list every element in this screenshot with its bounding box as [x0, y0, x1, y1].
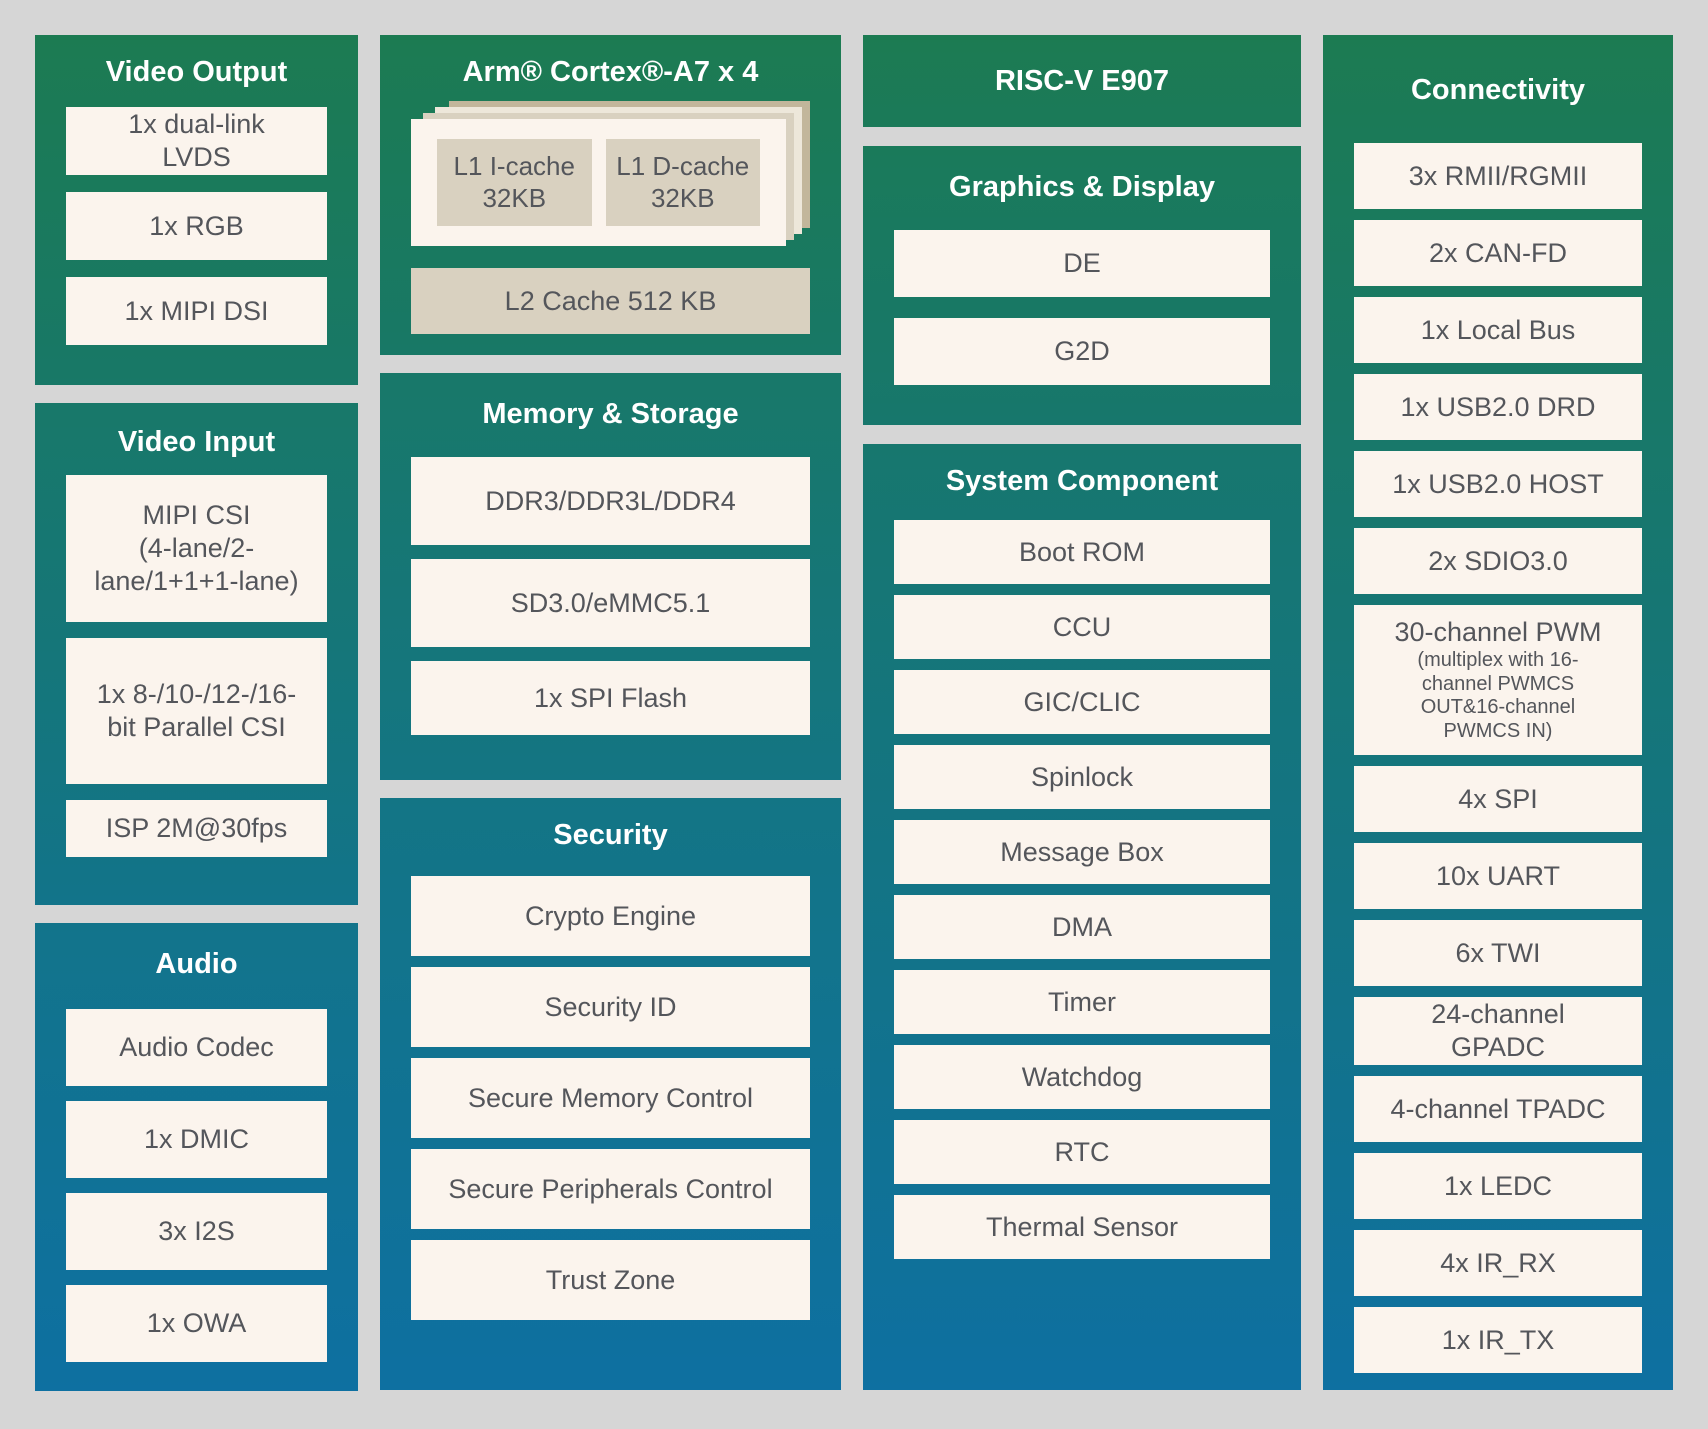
security-title: Security	[553, 819, 668, 851]
column-cpu-memory-security: Arm® Cortex®-A7 x 4 L1 I-cache 32KB L1 D…	[380, 35, 841, 1394]
system-component-title: System Component	[945, 465, 1219, 497]
column-connectivity: Connectivity 3x RMII/RGMII 2x CAN-FD 1x …	[1323, 35, 1673, 1394]
i2s-box: 3x I2S	[66, 1193, 327, 1270]
cpu-core-card: L1 I-cache 32KB L1 D-cache 32KB	[411, 119, 786, 246]
column-riscv-graphics-system: RISC-V E907 Graphics & Display DE G2D Sy…	[863, 35, 1301, 1394]
dmic-box: 1x DMIC	[66, 1101, 327, 1178]
trust-zone-box: Trust Zone	[411, 1240, 810, 1320]
pwm-box: 30-channel PWM (multiplex with 16- chann…	[1354, 605, 1642, 755]
rgb-box: 1x RGB	[66, 192, 327, 260]
memory-storage-block: Memory & Storage DDR3/DDR3L/DDR4 SD3.0/e…	[380, 373, 841, 780]
audio-codec-box: Audio Codec	[66, 1009, 327, 1086]
watchdog-box: Watchdog	[894, 1045, 1270, 1109]
ir-tx-box: 1x IR_TX	[1354, 1307, 1642, 1373]
tpadc-box: 4-channel TPADC	[1354, 1076, 1642, 1142]
isp-box: ISP 2M@30fps	[66, 800, 327, 857]
thermal-sensor-box: Thermal Sensor	[894, 1195, 1270, 1259]
dma-box: DMA	[894, 895, 1270, 959]
system-component-block: System Component Boot ROM CCU GIC/CLIC S…	[863, 444, 1301, 1390]
pwm-note: (multiplex with 16- channel PWMCS OUT&16…	[1417, 649, 1579, 743]
graphics-display-items: DE G2D	[894, 230, 1270, 385]
security-id-box: Security ID	[411, 967, 810, 1047]
connectivity-title: Connectivity	[1410, 74, 1586, 106]
graphics-display-title: Graphics & Display	[949, 171, 1215, 203]
ledc-box: 1x LEDC	[1354, 1153, 1642, 1219]
usb-drd-box: 1x USB2.0 DRD	[1354, 374, 1642, 440]
sdio-box: 2x SDIO3.0	[1354, 528, 1642, 594]
memory-storage-items: DDR3/DDR3L/DDR4 SD3.0/eMMC5.1 1x SPI Fla…	[411, 457, 810, 735]
can-fd-box: 2x CAN-FD	[1354, 220, 1642, 286]
boot-rom-box: Boot ROM	[894, 520, 1270, 584]
l1-icache-box: L1 I-cache 32KB	[437, 139, 592, 226]
mipi-csi-box: MIPI CSI (4-lane/2- lane/1+1+1-lane)	[66, 475, 327, 622]
owa-box: 1x OWA	[66, 1285, 327, 1362]
column-video-audio: Video Output 1x dual-link LVDS 1x RGB 1x…	[35, 35, 358, 1394]
riscv-title: RISC-V E907	[994, 65, 1170, 97]
video-output-title: Video Output	[105, 56, 288, 88]
message-box-box: Message Box	[894, 820, 1270, 884]
video-output-items: 1x dual-link LVDS 1x RGB 1x MIPI DSI	[66, 107, 327, 345]
local-bus-box: 1x Local Bus	[1354, 297, 1642, 363]
sd-emmc-box: SD3.0/eMMC5.1	[411, 559, 810, 647]
g2d-box: G2D	[894, 318, 1270, 385]
cpu-block: Arm® Cortex®-A7 x 4 L1 I-cache 32KB L1 D…	[380, 35, 841, 355]
connectivity-block: Connectivity 3x RMII/RGMII 2x CAN-FD 1x …	[1323, 35, 1673, 1390]
ccu-box: CCU	[894, 595, 1270, 659]
ir-rx-box: 4x IR_RX	[1354, 1230, 1642, 1296]
pwm-label: 30-channel PWM	[1394, 617, 1602, 648]
rtc-box: RTC	[894, 1120, 1270, 1184]
cpu-core-card-stack: L1 I-cache 32KB L1 D-cache 32KB	[411, 101, 810, 246]
uart-box: 10x UART	[1354, 843, 1642, 909]
video-input-title: Video Input	[117, 426, 276, 458]
riscv-block: RISC-V E907	[863, 35, 1301, 127]
spi-flash-box: 1x SPI Flash	[411, 661, 810, 735]
audio-block: Audio Audio Codec 1x DMIC 3x I2S 1x OWA	[35, 923, 358, 1391]
video-output-block: Video Output 1x dual-link LVDS 1x RGB 1x…	[35, 35, 358, 385]
audio-items: Audio Codec 1x DMIC 3x I2S 1x OWA	[66, 1009, 327, 1362]
mipi-dsi-box: 1x MIPI DSI	[66, 277, 327, 345]
audio-title: Audio	[155, 948, 238, 980]
secure-memory-control-box: Secure Memory Control	[411, 1058, 810, 1138]
crypto-engine-box: Crypto Engine	[411, 876, 810, 956]
spi-box: 4x SPI	[1354, 766, 1642, 832]
gic-clic-box: GIC/CLIC	[894, 670, 1270, 734]
cpu-title: Arm® Cortex®-A7 x 4	[462, 56, 759, 88]
security-block: Security Crypto Engine Security ID Secur…	[380, 798, 841, 1390]
parallel-csi-box: 1x 8-/10-/12-/16- bit Parallel CSI	[66, 638, 327, 784]
video-input-items: MIPI CSI (4-lane/2- lane/1+1+1-lane) 1x …	[66, 475, 327, 857]
secure-peripherals-control-box: Secure Peripherals Control	[411, 1149, 810, 1229]
de-box: DE	[894, 230, 1270, 297]
dual-link-lvds-box: 1x dual-link LVDS	[66, 107, 327, 175]
spinlock-box: Spinlock	[894, 745, 1270, 809]
security-items: Crypto Engine Security ID Secure Memory …	[411, 876, 810, 1320]
rmii-rgmii-box: 3x RMII/RGMII	[1354, 143, 1642, 209]
graphics-display-block: Graphics & Display DE G2D	[863, 146, 1301, 425]
gpadc-box: 24-channel GPADC	[1354, 997, 1642, 1065]
timer-box: Timer	[894, 970, 1270, 1034]
memory-storage-title: Memory & Storage	[482, 398, 739, 430]
system-component-items: Boot ROM CCU GIC/CLIC Spinlock Message B…	[894, 520, 1270, 1259]
ddr-box: DDR3/DDR3L/DDR4	[411, 457, 810, 545]
twi-box: 6x TWI	[1354, 920, 1642, 986]
l2-cache-box: L2 Cache 512 KB	[411, 268, 810, 334]
connectivity-items: 3x RMII/RGMII 2x CAN-FD 1x Local Bus 1x …	[1354, 143, 1642, 1373]
usb-host-box: 1x USB2.0 HOST	[1354, 451, 1642, 517]
video-input-block: Video Input MIPI CSI (4-lane/2- lane/1+1…	[35, 403, 358, 905]
l1-dcache-box: L1 D-cache 32KB	[605, 139, 760, 226]
